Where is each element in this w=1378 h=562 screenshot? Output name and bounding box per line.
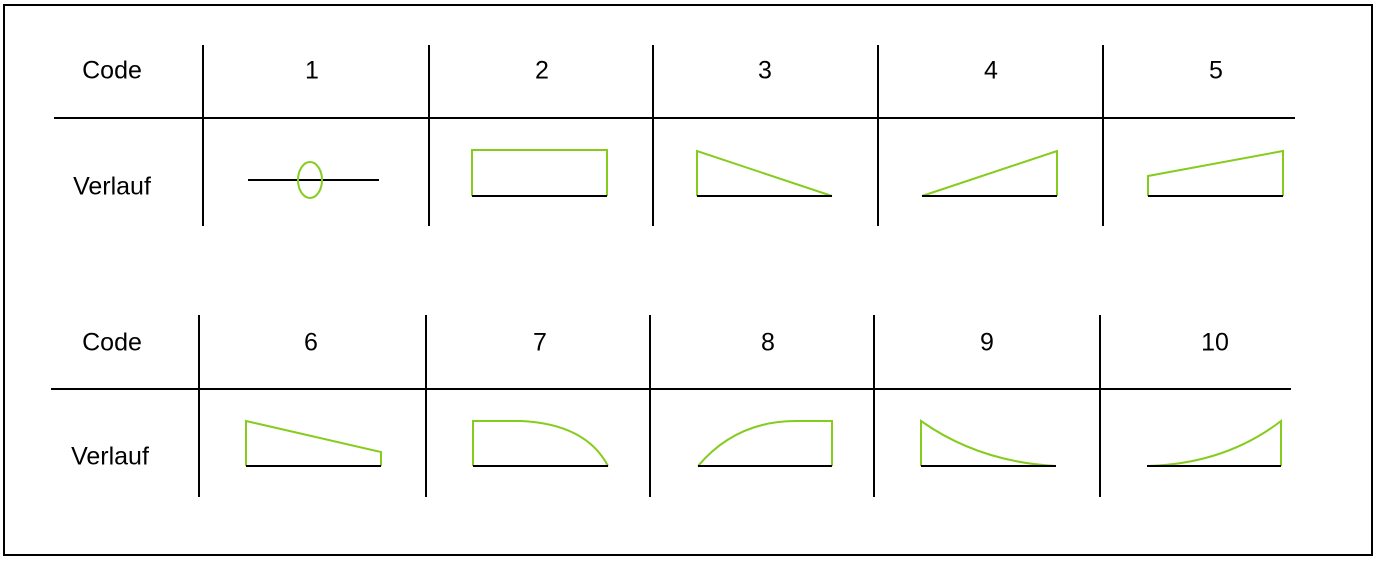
curve-outline (696, 149, 833, 197)
curve-cell (920, 148, 1060, 200)
code-number: 2 (535, 56, 549, 85)
convex-decreasing-curve (920, 419, 1057, 467)
column-divider (202, 45, 204, 226)
code-number: 1 (305, 56, 319, 85)
curve-cell (696, 418, 836, 470)
column-divider (1102, 45, 1104, 226)
column-divider (877, 45, 879, 226)
curve-cell (1145, 418, 1285, 470)
code-number: 4 (984, 56, 998, 85)
code-header-label: Code (82, 328, 142, 357)
code-number: 3 (758, 56, 772, 85)
column-divider (1099, 315, 1101, 497)
code-number: 6 (304, 328, 318, 357)
curve-cell (1146, 148, 1286, 200)
curve-outline (1146, 418, 1282, 467)
column-divider (652, 45, 654, 226)
curve-cell (471, 418, 611, 470)
curve-outline (471, 149, 608, 196)
linear-increasing-curve (921, 149, 1058, 197)
curve-outline (697, 420, 833, 467)
column-divider (873, 315, 875, 497)
code-number: 10 (1201, 328, 1229, 357)
curve-outline (472, 420, 609, 467)
code-number: 9 (980, 328, 994, 357)
code-number: 5 (1209, 56, 1223, 85)
point-circle-curve (248, 161, 379, 199)
curve-cell (238, 148, 388, 204)
code-header-label: Code (82, 56, 142, 85)
code-number: 8 (761, 328, 775, 357)
concave-increasing-curve (697, 420, 833, 467)
point-marker (297, 161, 323, 199)
curve-outline (245, 419, 382, 466)
diagram-frame (3, 4, 1373, 556)
column-divider (425, 315, 427, 497)
convex-increasing-curve (1146, 418, 1282, 467)
header-divider (51, 388, 1291, 390)
column-divider (198, 315, 200, 497)
linear-increasing-offset-curve (1147, 149, 1284, 197)
curve-cell (695, 148, 835, 200)
curve-outline (1147, 149, 1284, 196)
curve-outline (920, 419, 1057, 467)
curve-cell (470, 148, 610, 200)
header-divider (54, 117, 1295, 119)
curve-outline (921, 149, 1058, 197)
curve-cell (919, 418, 1059, 470)
verlauf-row-label: Verlauf (71, 442, 149, 471)
linear-decreasing-offset-curve (245, 419, 382, 467)
code-number: 7 (533, 328, 547, 357)
concave-decreasing-curve (472, 420, 609, 467)
constant-curve (471, 149, 608, 197)
linear-decreasing-curve (696, 149, 833, 197)
column-divider (428, 45, 430, 226)
column-divider (649, 315, 651, 497)
curve-cell (244, 418, 384, 470)
verlauf-row-label: Verlauf (73, 172, 151, 201)
